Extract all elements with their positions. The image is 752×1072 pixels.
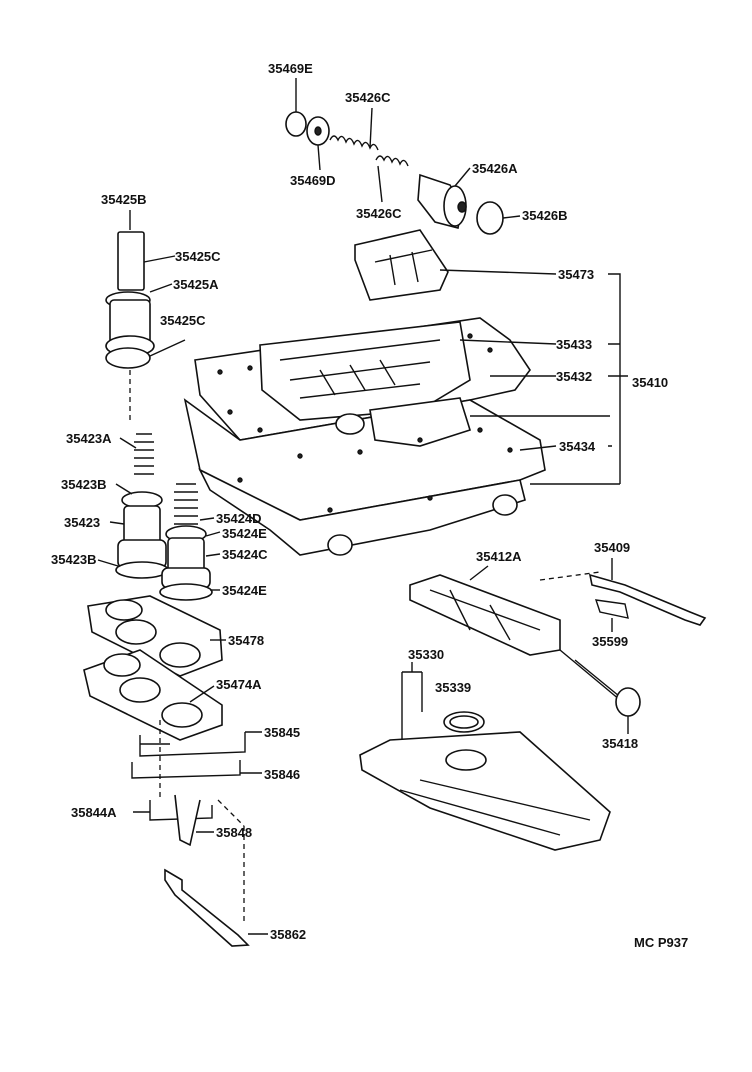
label-35845: 35845 <box>264 725 300 740</box>
label-35424C: 35424C <box>222 547 268 562</box>
label-35426C-bot: 35426C <box>356 206 402 221</box>
label-35410: 35410 <box>632 375 668 390</box>
diagram-code: MC P937 <box>634 935 688 950</box>
label-35848: 35848 <box>216 825 252 840</box>
label-35339: 35339 <box>435 680 471 695</box>
label-35425C-bot: 35425C <box>160 313 206 328</box>
label-35426C-top: 35426C <box>345 90 391 105</box>
label-35433: 35433 <box>556 337 592 352</box>
valve-body <box>183 229 628 556</box>
label-35423A: 35423A <box>66 431 112 446</box>
left-upper-valve <box>105 210 186 420</box>
part-labels: 35469E 35426C 35469D 35426C 35426A 35426… <box>51 61 688 950</box>
right-side-parts <box>359 558 707 851</box>
label-35478: 35478 <box>228 633 264 648</box>
label-35426B: 35426B <box>522 208 568 223</box>
label-35434: 35434 <box>559 439 596 454</box>
label-35412A: 35412A <box>476 549 522 564</box>
label-35469D: 35469D <box>290 173 336 188</box>
left-middle-valves <box>97 433 221 601</box>
label-35418: 35418 <box>602 736 638 751</box>
label-35599: 35599 <box>592 634 628 649</box>
label-35473: 35473 <box>558 267 594 282</box>
label-35425A: 35425A <box>173 277 219 292</box>
label-35862: 35862 <box>270 927 306 942</box>
label-35423B-top: 35423B <box>61 477 107 492</box>
label-35423B-bot: 35423B <box>51 552 97 567</box>
label-35474A: 35474A <box>216 677 262 692</box>
label-35424E-bot: 35424E <box>222 583 267 598</box>
body-bolts <box>217 333 513 513</box>
lower-left-plates <box>83 595 268 947</box>
label-35409: 35409 <box>594 540 630 555</box>
label-35426A: 35426A <box>472 161 518 176</box>
label-35424E-top: 35424E <box>222 526 267 541</box>
label-35330: 35330 <box>408 647 444 662</box>
label-35469E: 35469E <box>268 61 313 76</box>
label-35846: 35846 <box>264 767 300 782</box>
label-35432: 35432 <box>556 369 592 384</box>
label-35425B: 35425B <box>101 192 147 207</box>
label-35844A: 35844A <box>71 805 117 820</box>
label-35425C-top: 35425C <box>175 249 221 264</box>
top-valve-assembly <box>285 78 521 235</box>
label-35424D: 35424D <box>216 511 262 526</box>
label-35423: 35423 <box>64 515 100 530</box>
